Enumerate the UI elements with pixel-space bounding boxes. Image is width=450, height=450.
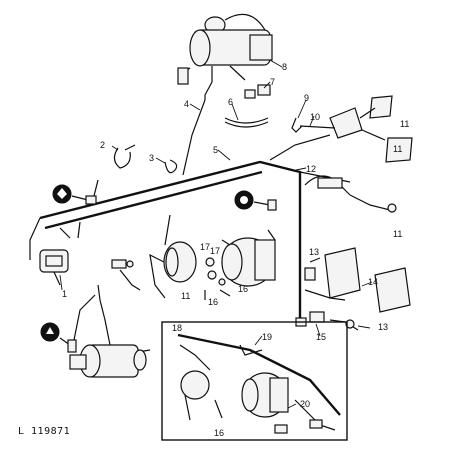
callout-7: 7	[270, 77, 275, 87]
callout-11-lamp: 11	[393, 144, 402, 154]
sensor-plugs	[295, 311, 359, 331]
figure-reference: L 119871	[18, 426, 71, 437]
inset-detail-box	[161, 321, 348, 441]
callout-18: 18	[172, 323, 182, 333]
leader-lines	[59, 59, 373, 409]
harness-connector	[39, 249, 69, 286]
callout-9: 9	[304, 93, 309, 103]
fitting-part	[111, 259, 141, 291]
callout-10: 10	[310, 112, 320, 122]
callout-6: 6	[228, 97, 233, 107]
callout-11-gauge: 11	[181, 291, 190, 301]
oil-pressure-symbol	[52, 179, 99, 205]
callout-15: 15	[316, 332, 326, 342]
strap-part	[224, 117, 269, 128]
callout-16-left: 16	[208, 297, 218, 307]
lamp-assembly-upper	[269, 95, 413, 163]
callout-2: 2	[100, 140, 105, 150]
callout-5: 5	[213, 145, 218, 155]
callout-8: 8	[282, 62, 287, 72]
clip-part	[164, 159, 178, 174]
harness-branch-right	[261, 161, 397, 213]
wire-lead	[182, 99, 206, 176]
callout-20: 20	[300, 399, 310, 409]
callout-11-upper: 11	[400, 119, 409, 129]
gauge-unit	[149, 214, 197, 299]
upper-motor-assembly	[177, 13, 273, 100]
fuse-box	[304, 247, 411, 313]
callout-1: 1	[62, 289, 67, 299]
alternator	[221, 229, 276, 287]
callout-16-right: 16	[238, 284, 248, 294]
relay-part	[244, 84, 271, 99]
callout-3: 3	[149, 153, 154, 163]
callout-17-right: 17	[210, 246, 220, 256]
callout-14: 14	[368, 277, 378, 287]
callout-4: 4	[184, 99, 189, 109]
callout-13-lower: 13	[378, 322, 388, 332]
clamp-part	[113, 144, 136, 169]
callout-16-inset: 16	[214, 428, 224, 438]
oil-symbol-lower	[40, 294, 96, 353]
temperature-symbol	[234, 190, 277, 211]
callout-labels: 1 2 3 4 5 6 7 8 9 10 11 11 11 11 12 13 1…	[62, 62, 409, 438]
starter-motor	[69, 284, 151, 378]
callout-11-right: 11	[393, 229, 402, 239]
callout-13-upper: 13	[309, 247, 319, 257]
callout-17-left: 17	[200, 242, 210, 252]
terminal-connectors	[204, 257, 231, 300]
callout-12: 12	[306, 164, 316, 174]
callout-19: 19	[262, 332, 272, 342]
